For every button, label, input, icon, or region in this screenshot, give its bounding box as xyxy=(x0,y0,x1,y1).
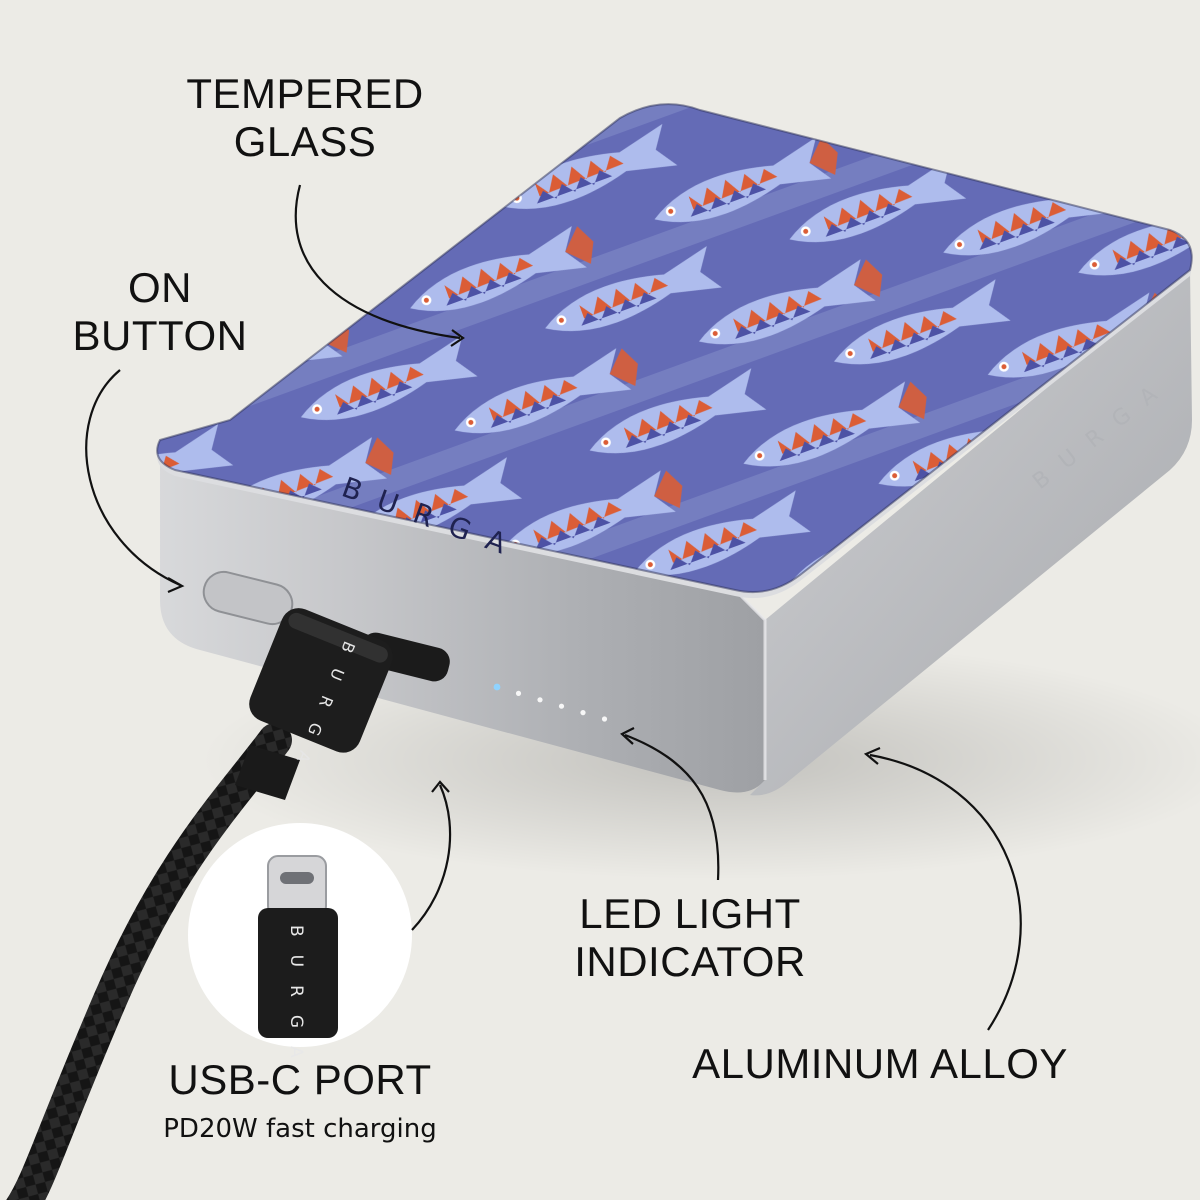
arrow-tempered-glass xyxy=(294,184,461,340)
arrow-on-button xyxy=(85,369,181,587)
label-tempered-glass: TEMPERED GLASS xyxy=(170,70,440,166)
label-tempered-glass-line1: TEMPERED xyxy=(186,70,424,117)
label-usb-c-port: USB-C PORT xyxy=(140,1056,460,1104)
on-button[interactable] xyxy=(199,568,296,629)
arrow-led xyxy=(624,733,720,881)
led-dot xyxy=(558,703,565,709)
led-dot xyxy=(515,690,522,697)
led-dot xyxy=(493,683,501,691)
label-led-line1: LED LIGHT xyxy=(579,890,801,937)
label-on-button-line2: BUTTON xyxy=(72,312,248,359)
label-on-button: ON BUTTON xyxy=(50,264,270,360)
label-usb-c-sub: PD20W fast charging xyxy=(163,1114,437,1144)
usb-c-plug-tip xyxy=(267,855,327,917)
side-face xyxy=(750,270,1192,796)
label-aluminum-alloy: ALUMINUM ALLOY xyxy=(670,1040,1090,1088)
arrow-aluminum xyxy=(869,753,1022,1031)
usb-c-plug-body xyxy=(258,908,338,1038)
label-led-line2: INDICATOR xyxy=(574,938,806,985)
front-face xyxy=(157,440,766,793)
led-dot xyxy=(601,716,608,722)
label-usb-text: USB-C PORT xyxy=(168,1056,432,1103)
usb-c-inset: BURGA xyxy=(188,823,412,1076)
led-dot xyxy=(580,710,586,716)
arrow-usb xyxy=(411,784,452,931)
label-on-button-line1: ON xyxy=(128,264,192,311)
led-indicator xyxy=(493,683,608,722)
label-aluminum-text: ALUMINUM ALLOY xyxy=(692,1040,1068,1087)
label-tempered-glass-line2: GLASS xyxy=(233,118,377,165)
led-dot xyxy=(537,697,543,703)
inset-brand-text: BURGA xyxy=(286,925,306,1076)
label-led-indicator: LED LIGHT INDICATOR xyxy=(550,890,830,986)
usb-c-cable: BURGA xyxy=(6,608,393,1200)
callout-arrows xyxy=(85,184,1022,1031)
